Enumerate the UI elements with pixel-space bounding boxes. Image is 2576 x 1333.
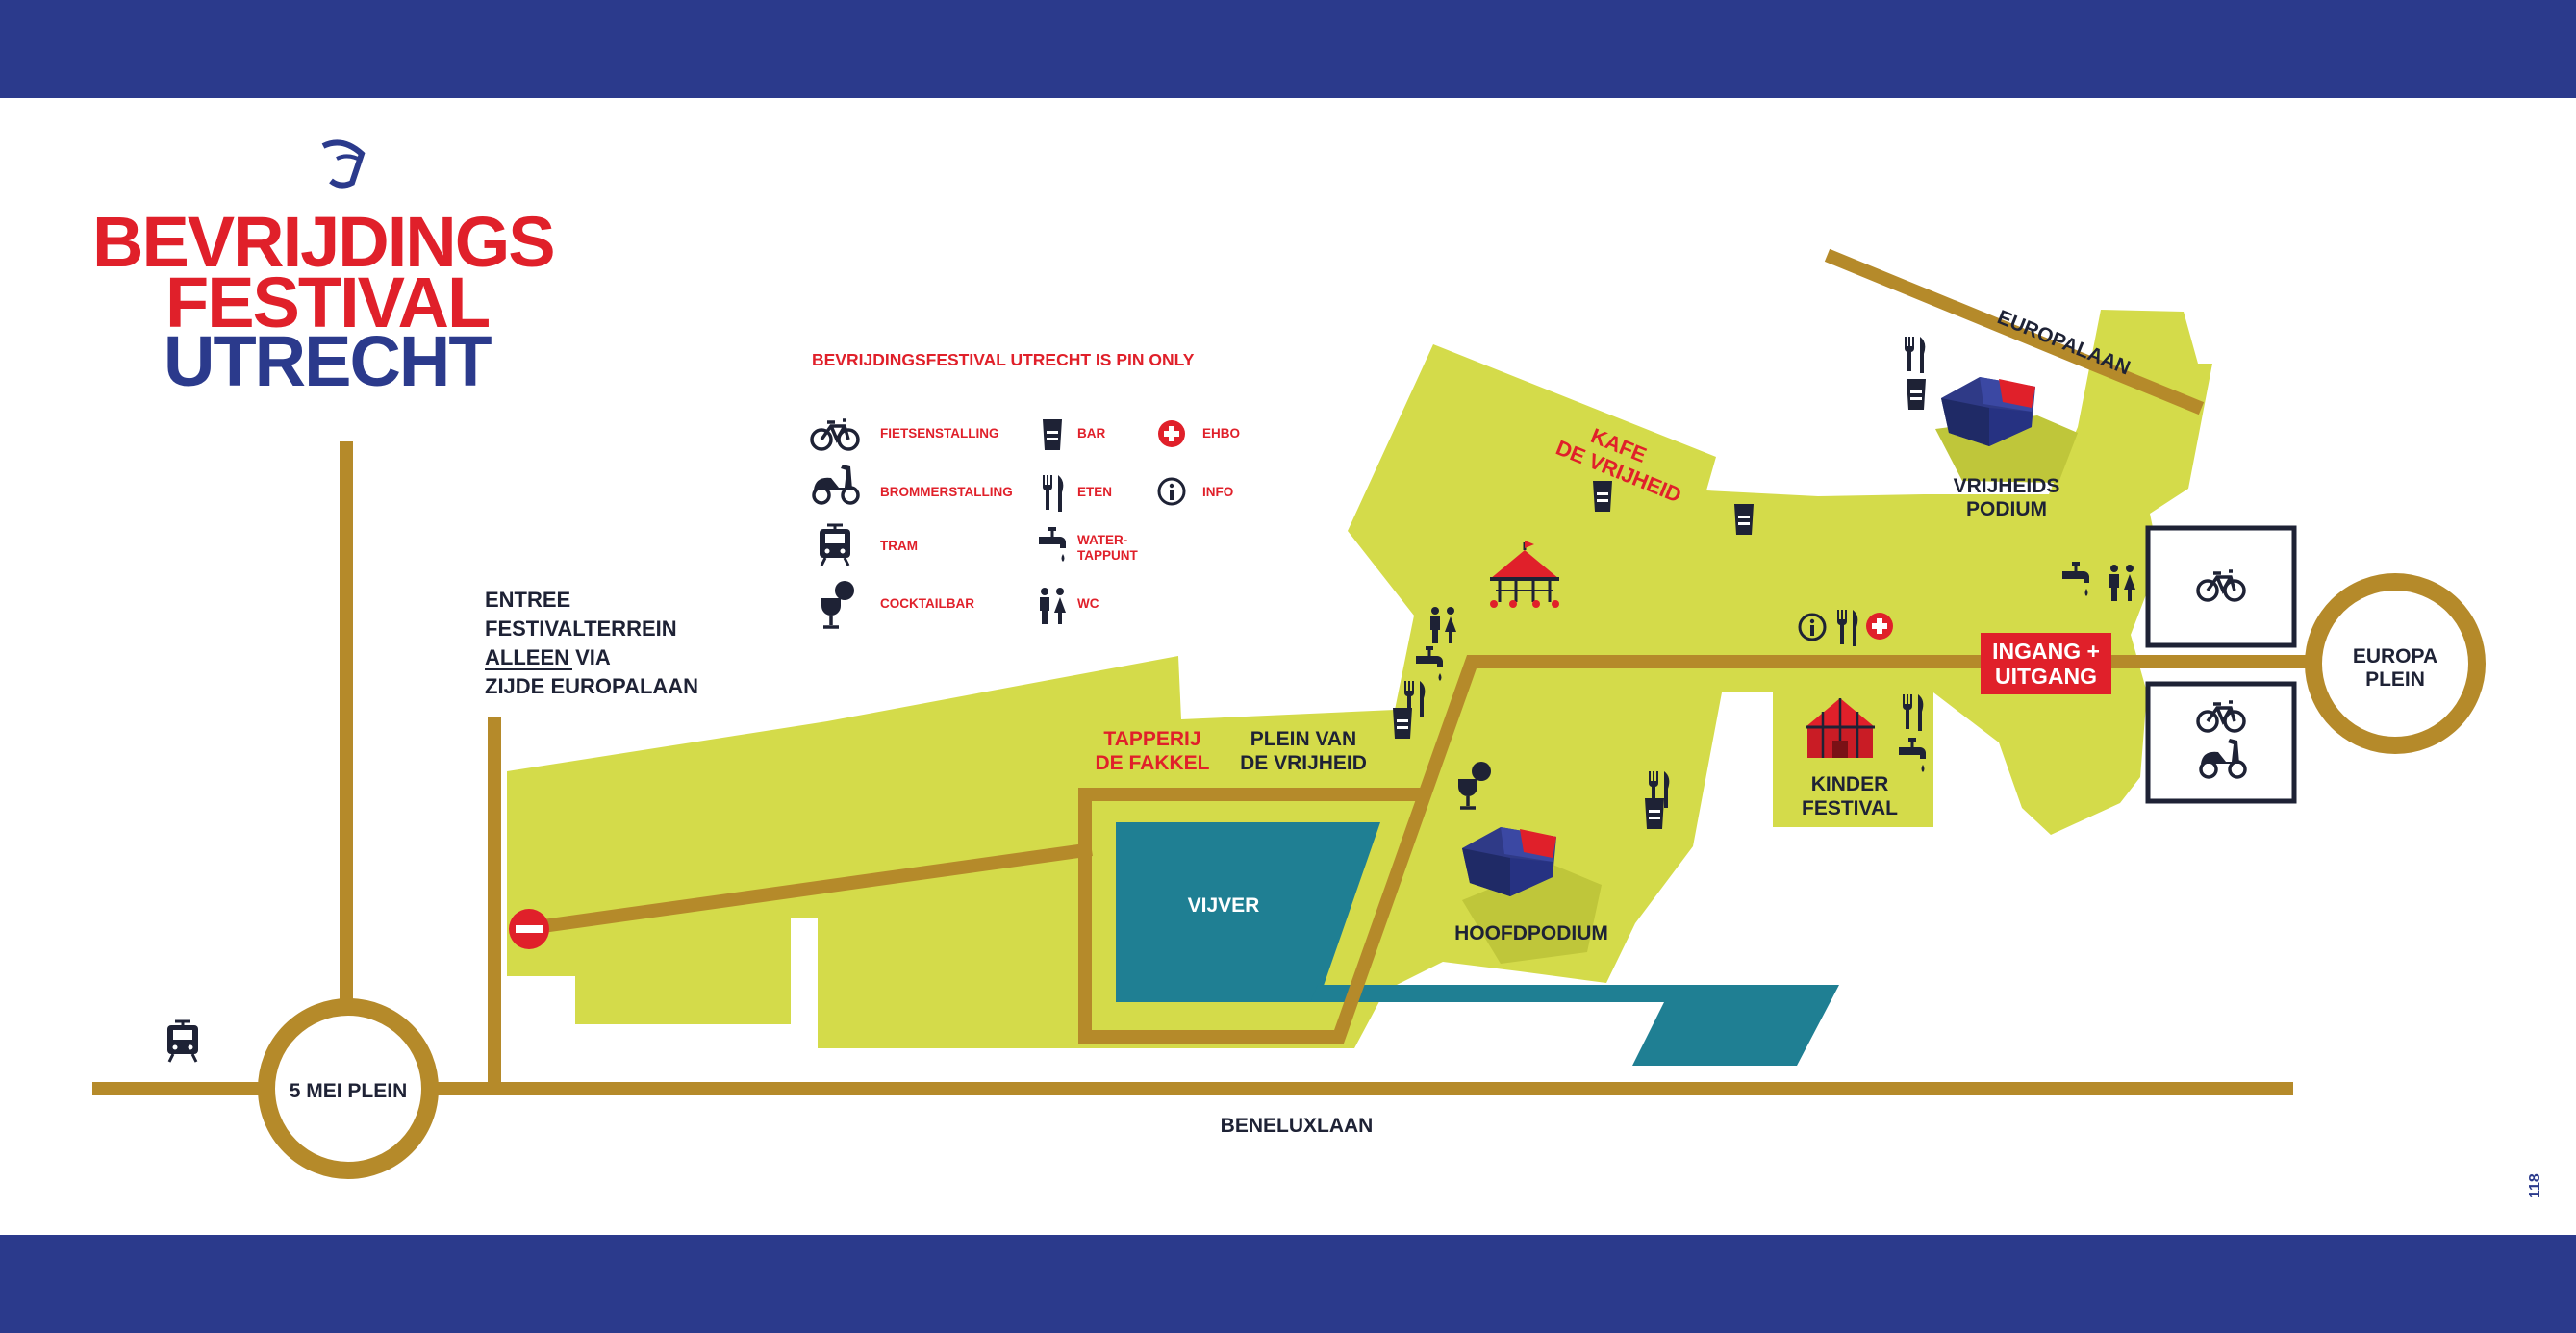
svg-text:PLEIN: PLEIN	[2365, 668, 2425, 691]
pond	[1116, 822, 1839, 1066]
beer-icon	[1734, 504, 1754, 535]
info-icon	[1157, 477, 1186, 506]
svg-text:UTRECHT: UTRECHT	[164, 321, 492, 401]
svg-text:DE FAKKEL: DE FAKKEL	[1095, 752, 1209, 774]
first-aid-icon	[1158, 420, 1185, 447]
svg-text:FESTIVALTERREIN: FESTIVALTERREIN	[485, 616, 677, 641]
toilet-icon	[1040, 588, 1066, 624]
pin-only-notice: BEVRIJDINGSFESTIVAL UTRECHT IS PIN ONLY	[812, 350, 1195, 369]
beer-icon	[1907, 379, 1926, 410]
svg-text:INFO: INFO	[1202, 485, 1233, 499]
svg-text:KINDER: KINDER	[1811, 773, 1889, 795]
svg-text:WATER-: WATER-	[1077, 533, 1127, 547]
bike-parking-north[interactable]	[2145, 525, 2297, 648]
tapperij-de-fakkel-label: TAPPERIJ DE FAKKEL	[1095, 728, 1209, 774]
tram-icon	[818, 523, 852, 567]
svg-text:FESTIVAL: FESTIVAL	[1802, 797, 1898, 819]
bike-scooter-parking-south[interactable]	[2145, 681, 2297, 804]
bicycle-icon	[810, 418, 860, 451]
svg-text:DE VRIJHEID: DE VRIJHEID	[1240, 752, 1367, 774]
svg-text:5 MEI PLEIN: 5 MEI PLEIN	[290, 1080, 408, 1102]
svg-text:TAPPERIJ: TAPPERIJ	[1103, 728, 1200, 750]
no-entry-icon	[509, 909, 549, 949]
entrance-note: ENTREE FESTIVALTERREIN ALLEEN VIA ZIJDE …	[485, 588, 698, 698]
square-5-mei[interactable]: 5 MEI PLEIN	[258, 998, 439, 1179]
svg-text:COCKTAILBAR: COCKTAILBAR	[880, 596, 974, 611]
svg-text:ETEN: ETEN	[1077, 485, 1112, 499]
dove-mark	[321, 139, 366, 189]
beer-icon	[1593, 481, 1612, 512]
svg-text:EHBO: EHBO	[1202, 426, 1240, 440]
main-path	[521, 843, 1093, 936]
first-aid-icon	[1866, 613, 1893, 640]
svg-text:BROMMERSTALLING: BROMMERSTALLING	[880, 485, 1013, 499]
page-number: 118	[2527, 1173, 2543, 1198]
paths	[92, 248, 2331, 1095]
svg-text:ZIJDE EUROPALAAN: ZIJDE EUROPALAAN	[485, 674, 698, 698]
vijver-label: VIJVER	[1188, 894, 1260, 917]
svg-text:WC: WC	[1077, 596, 1099, 611]
svg-text:PODIUM: PODIUM	[1966, 498, 2047, 520]
beneluxlaan-label: BENELUXLAAN	[1221, 1115, 1374, 1137]
svg-text:EUROPA: EUROPA	[2353, 645, 2437, 667]
kinderfestival-label: KINDER FESTIVAL	[1802, 773, 1898, 819]
svg-text:FESTIVAL: FESTIVAL	[165, 263, 489, 342]
festival-logo: BEVRIJDINGS FESTIVAL UTRECHT	[92, 139, 556, 401]
svg-text:ALLEEN VIA: ALLEEN VIA	[485, 645, 611, 669]
svg-text:UITGANG: UITGANG	[1995, 664, 2097, 689]
festival-terrain	[507, 310, 2212, 1048]
svg-text:FIETSENSTALLING: FIETSENSTALLING	[880, 426, 999, 440]
beer-icon	[1043, 419, 1062, 450]
cocktail-icon	[820, 579, 856, 629]
svg-text:VRIJHEIDS: VRIJHEIDS	[1954, 475, 2060, 497]
plein-van-de-vrijheid-label: PLEIN VAN DE VRIJHEID	[1240, 728, 1367, 774]
svg-text:BAR: BAR	[1077, 426, 1105, 440]
svg-text:INGANG +: INGANG +	[1992, 639, 2100, 664]
svg-text:TAPPUNT: TAPPUNT	[1077, 548, 1139, 563]
legend: BEVRIJDINGSFESTIVAL UTRECHT IS PIN ONLY …	[810, 350, 1240, 629]
beer-icon	[1645, 798, 1664, 829]
water-tap-icon	[1039, 527, 1066, 562]
svg-text:ENTREE: ENTREE	[485, 588, 570, 612]
entrance-exit-badge[interactable]: INGANG + UITGANG	[1981, 633, 2111, 694]
beer-icon	[1393, 708, 1412, 739]
bottom-band	[0, 1235, 2576, 1333]
vrijheidspodium-label: VRIJHEIDS PODIUM	[1954, 475, 2060, 520]
fork-knife-icon	[1904, 337, 1926, 373]
tram-icon	[165, 1019, 200, 1064]
top-band	[0, 0, 2576, 98]
hoofdpodium-label: HOOFDPODIUM	[1454, 922, 1608, 944]
svg-text:PLEIN VAN: PLEIN VAN	[1250, 728, 1356, 750]
fork-knife-icon	[1042, 475, 1064, 512]
europalaan-road	[1824, 248, 2205, 415]
svg-text:BEVRIJDINGS: BEVRIJDINGS	[92, 202, 554, 282]
svg-text:TRAM: TRAM	[880, 539, 918, 553]
scooter-icon	[812, 463, 860, 505]
square-europa[interactable]: EUROPA PLEIN	[2305, 573, 2486, 754]
